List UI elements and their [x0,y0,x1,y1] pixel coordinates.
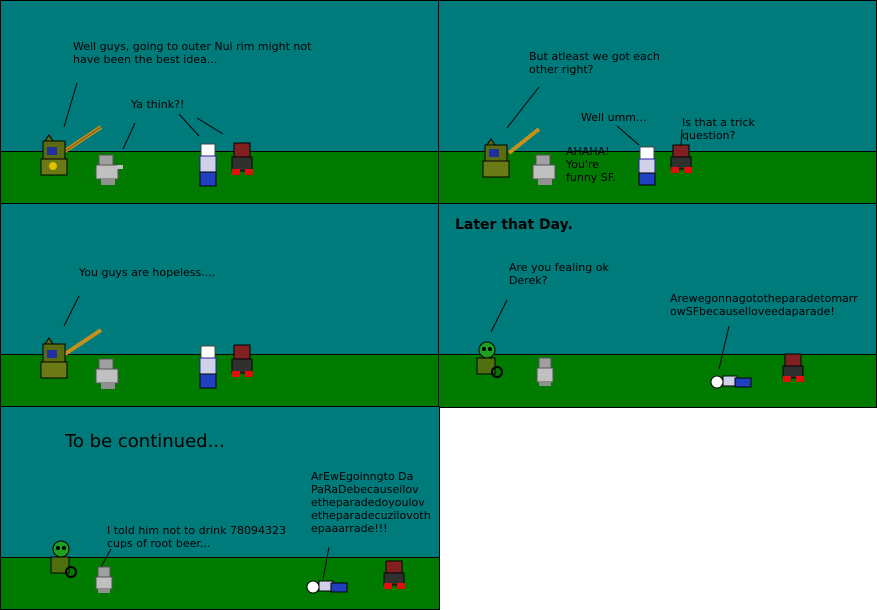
ground [1,354,439,407]
comic-panel-1: Well guys, going to outer Nui rim might … [0,0,440,205]
grey-character [536,357,554,386]
ground [439,151,876,204]
speech-ahaha: AHAHA! You're funny SF. [566,145,616,184]
green-robot-character [476,341,503,378]
lying-white-blue-character [710,375,752,389]
speech-hopeless: You guys are hopeless.... [79,266,216,279]
speech-garbled-parade: ArEwEgoinngto Da PaRaDebecauseilov ethep… [311,470,431,535]
comic-panel-3: You guys are hopeless.... [0,203,440,408]
caption-later-that-day: Later that Day. [455,217,573,233]
green-hero-character [40,328,103,379]
speech-ya-think: Ya think?! [131,98,185,111]
green-hero-character [40,125,103,176]
red-black-character [670,144,692,173]
speech-root-beer: I told him not to drink 78094323 cups of… [107,524,286,550]
white-blue-character [638,146,656,186]
red-black-character [231,344,253,377]
speech-trick-question: Is that a trick question? [682,116,755,142]
red-black-character [231,142,253,175]
grey-character [95,566,113,593]
speech-parade: Arewegonnagototheparadetomarr owSFbecaus… [670,292,858,318]
white-blue-character [199,143,217,187]
speech-pointers [63,295,80,327]
grey-character [532,154,556,185]
comic-panel-5: To be continued... I told him not to dri… [0,406,440,610]
ground [1,557,439,609]
caption-to-be-continued: To be continued... [65,431,225,452]
red-black-character [383,560,405,589]
grey-character [95,358,119,389]
comic-panel-2: But atleast we got each other right? AHA… [438,0,877,205]
speech-well-umm: Well umm... [581,111,647,124]
grey-character [95,154,123,185]
white-blue-character [199,345,217,389]
ground [1,151,439,204]
green-hero-character [482,127,541,178]
speech-pointers [100,546,330,580]
comic-panel-4: Later that Day. Are you fealing ok Derek… [438,203,877,408]
lying-white-blue-character [306,580,348,594]
speech-pointers [506,86,683,146]
speech-pointers [490,299,730,370]
speech-atleast: But atleast we got each other right? [529,50,660,76]
speech-well-guys: Well guys, going to outer Nui rim might … [73,40,312,66]
speech-pointers [63,82,224,150]
speech-fealing-ok: Are you fealing ok Derek? [509,261,609,287]
red-black-character [782,353,804,382]
green-robot-character [50,540,77,578]
